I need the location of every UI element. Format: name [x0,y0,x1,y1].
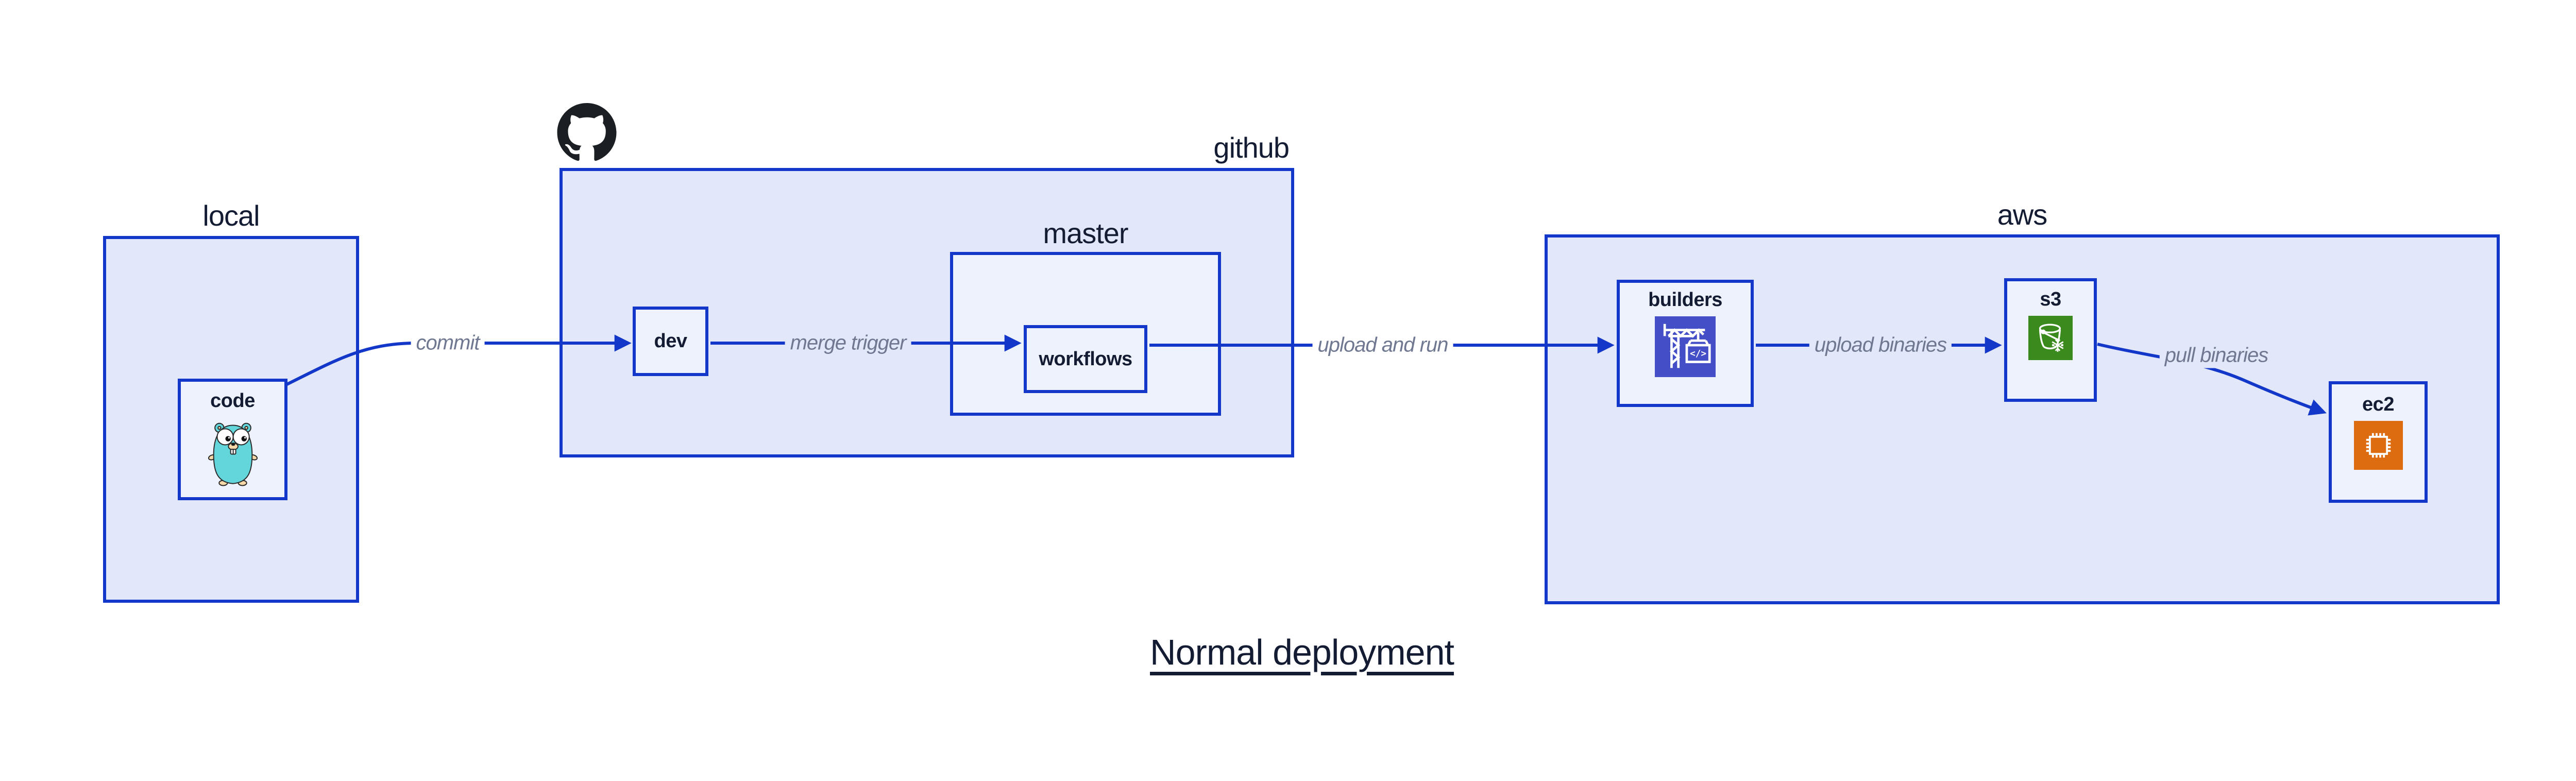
edge-label-upload-and-run: upload and run [1312,332,1453,358]
github-octocat-icon [556,103,617,162]
node-workflows: workflows [1024,325,1147,393]
edge-label-merge-trigger: merge trigger [785,330,911,356]
edge-label-upload-binaries: upload binaries [1809,332,1952,358]
node-s3: s3 [2004,278,2097,402]
go-gopher-icon [204,417,262,488]
github-container-label: github [1213,131,1290,164]
node-builders: builders </> [1617,280,1754,407]
aws-ec2-icon [2353,421,2403,470]
node-ec2-label: ec2 [2362,394,2394,415]
node-builders-label: builders [1648,289,1722,311]
aws-codebuild-icon: </> [1655,316,1716,377]
node-dev: dev [633,307,708,376]
node-dev-label: dev [654,330,687,352]
master-container-label: master [1043,217,1128,249]
edge-label-pull-binaries: pull binaries [2159,343,2274,368]
local-container-label: local [202,199,260,232]
svg-text:</>: </> [1690,349,1706,359]
edge-label-commit: commit [411,330,485,356]
node-code: code [178,379,287,500]
node-s3-label: s3 [2040,288,2061,310]
aws-s3-glacier-icon [2028,316,2073,360]
node-workflows-label: workflows [1039,348,1132,370]
aws-container-label: aws [1997,198,2048,231]
diagram-title: Normal deployment [1150,632,1454,672]
node-code-label: code [210,390,255,412]
node-ec2: ec2 [2329,381,2428,503]
